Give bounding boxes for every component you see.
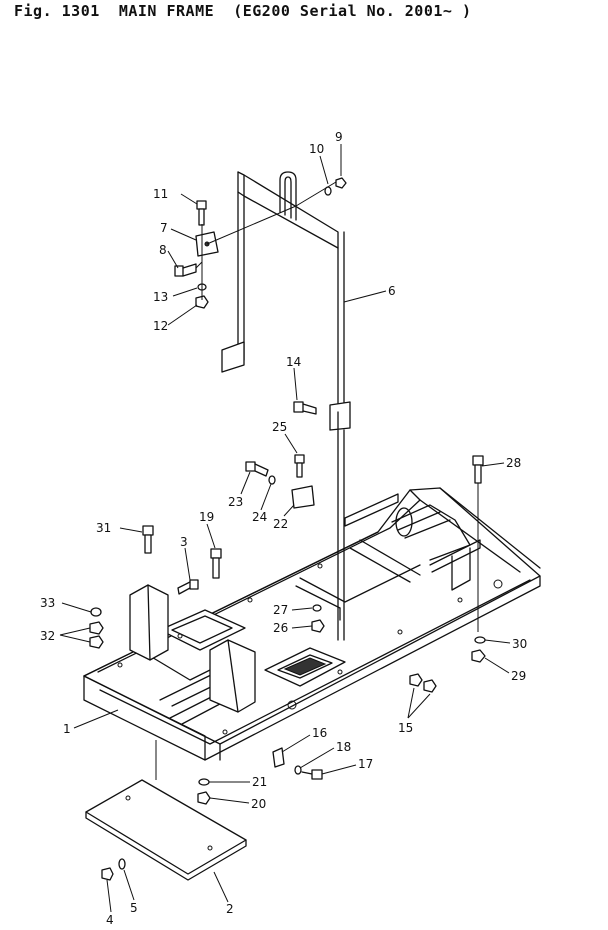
callout-15: 15 bbox=[398, 721, 413, 735]
page-title: Fig. 1301 MAIN FRAME (EG200 Serial No. 2… bbox=[14, 2, 472, 20]
callout-23: 23 bbox=[228, 495, 243, 509]
callout-25: 25 bbox=[272, 420, 287, 434]
callout-2: 2 bbox=[226, 902, 234, 916]
callout-24: 24 bbox=[252, 510, 267, 524]
callout-7: 7 bbox=[160, 221, 168, 235]
callout-13: 13 bbox=[153, 290, 168, 304]
callout-14: 14 bbox=[286, 355, 301, 369]
callout-11: 11 bbox=[153, 187, 168, 201]
lifting-mast bbox=[221, 171, 351, 641]
leader-lines bbox=[59, 144, 511, 913]
callout-1: 1 bbox=[63, 722, 71, 736]
callout-20: 20 bbox=[251, 797, 266, 811]
callout-21: 21 bbox=[252, 775, 267, 789]
callout-29: 29 bbox=[511, 669, 526, 683]
callout-31: 31 bbox=[96, 521, 111, 535]
callout-labels: 9 10 11 7 8 13 12 6 14 28 25 23 24 22 31… bbox=[40, 130, 527, 927]
callout-26: 26 bbox=[273, 621, 288, 635]
callout-8: 8 bbox=[159, 243, 167, 257]
callout-9: 9 bbox=[335, 130, 343, 144]
callout-17: 17 bbox=[358, 757, 373, 771]
callout-10: 10 bbox=[309, 142, 324, 156]
callout-32: 32 bbox=[40, 629, 55, 643]
callout-16: 16 bbox=[312, 726, 327, 740]
callout-30: 30 bbox=[512, 637, 527, 651]
callout-6: 6 bbox=[388, 284, 396, 298]
callout-19: 19 bbox=[199, 510, 214, 524]
callout-4: 4 bbox=[106, 913, 114, 927]
bottom-plate bbox=[85, 740, 247, 881]
callout-12: 12 bbox=[153, 319, 168, 333]
callout-5: 5 bbox=[130, 901, 138, 915]
callout-28: 28 bbox=[506, 456, 521, 470]
callout-22: 22 bbox=[273, 517, 288, 531]
hardware bbox=[89, 177, 486, 881]
callout-3: 3 bbox=[180, 535, 188, 549]
callout-18: 18 bbox=[336, 740, 351, 754]
callout-27: 27 bbox=[273, 603, 288, 617]
callout-33: 33 bbox=[40, 596, 55, 610]
